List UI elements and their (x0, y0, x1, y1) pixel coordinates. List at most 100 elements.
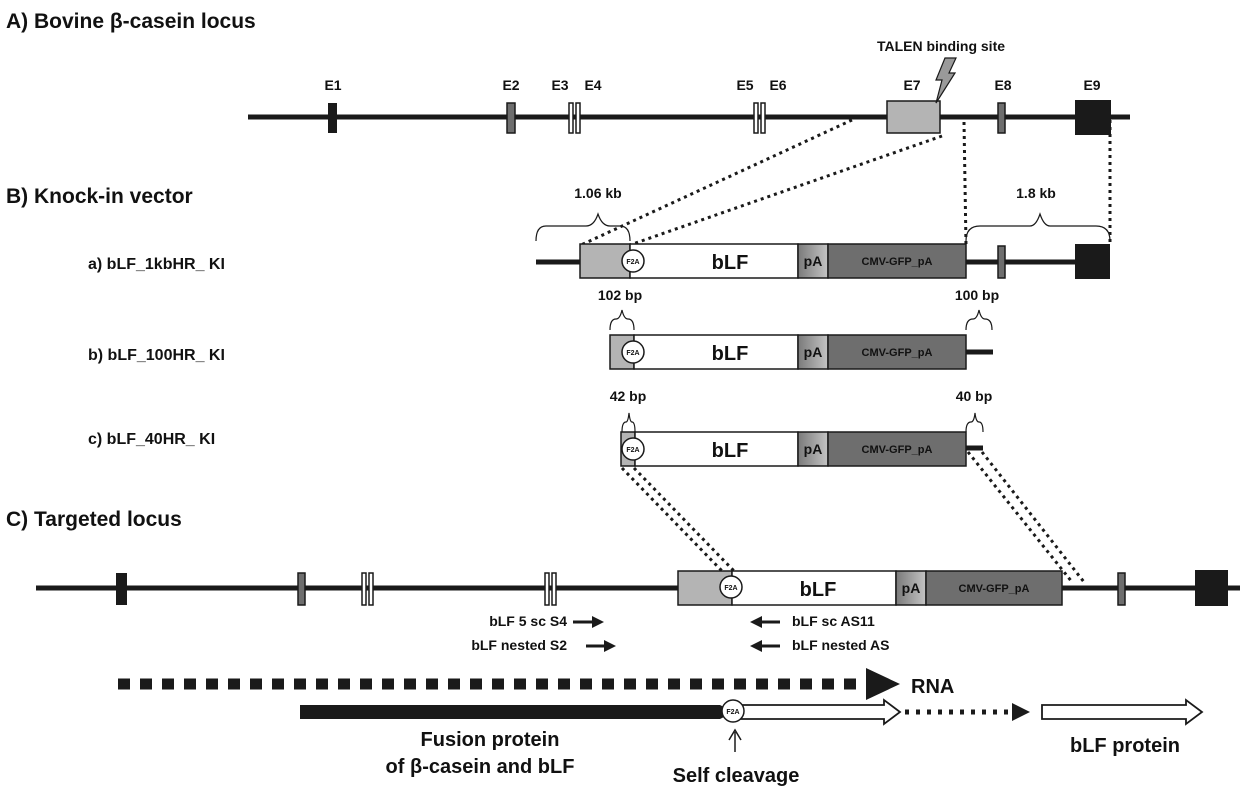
left-arm-length: 1.06 kb (574, 185, 621, 201)
right-arm-length: 100 bp (955, 287, 999, 303)
lightning-bolt-icon (935, 57, 957, 104)
primer-s2-label: bLF nested S2 (471, 637, 567, 653)
vector-name: b) bLF_100HR_ KI (88, 347, 225, 364)
exon-e4 (368, 572, 374, 606)
blf-block (731, 570, 897, 606)
arrow-left-icon (750, 616, 762, 628)
right-arm-length: 1.8 kb (1016, 185, 1056, 201)
right-arm-length: 40 bp (956, 388, 993, 404)
self-cleavage-label: Self cleavage (673, 765, 800, 787)
exon-e8 (997, 102, 1006, 134)
bovine-casein-locus: E1 E2 E3 E4 E5 E6 E7 E8 E9 TALEN binding… (248, 38, 1130, 135)
exon-label: E2 (502, 77, 519, 93)
cmv-label: CMV-GFP_pA (862, 256, 933, 268)
exon-e3 (361, 572, 367, 606)
section-c-title: C) Targeted locus (6, 508, 182, 531)
left-arm-brace (609, 309, 635, 331)
left-arm-length: 42 bp (610, 388, 647, 404)
connector-lines-ab (580, 118, 1112, 247)
exon-label: E6 (769, 77, 786, 93)
vector-name: c) bLF_40HR_ KI (88, 431, 215, 448)
blf-protein-label: bLF protein (1070, 735, 1180, 757)
exon-label: E4 (584, 77, 601, 93)
pa-block (797, 431, 829, 467)
blf-block (634, 431, 799, 467)
exon-e1 (116, 573, 127, 605)
cmv-gfp-block (827, 243, 967, 279)
exon-e5 (544, 572, 550, 606)
f2a-label: F2A (626, 350, 639, 357)
exon-e8 (1117, 572, 1126, 606)
f2a-circle (721, 699, 745, 723)
exon-e2 (297, 572, 306, 606)
rna-label: RNA (911, 676, 954, 698)
f2a-label: F2A (724, 585, 737, 592)
connector-line (620, 466, 724, 573)
f2a-label: F2A (626, 259, 639, 266)
pa-block (797, 334, 829, 370)
section-b-title: B) Knock-in vector (6, 185, 193, 208)
exon-label: E1 (324, 77, 341, 93)
pa-label: pA (804, 344, 823, 360)
exon-label: E7 (903, 77, 920, 93)
connector-line (629, 134, 943, 247)
connector-line (980, 451, 1086, 583)
section-a-title: A) Bovine β-casein locus (6, 10, 256, 33)
pa-label: pA (804, 441, 823, 457)
arrow-left-icon (750, 640, 762, 652)
right-arm-brace (965, 412, 984, 433)
fusion-protein-label-line1: Fusion protein (421, 729, 560, 751)
exon-e5 (753, 102, 759, 134)
arrow-right-icon (592, 616, 604, 628)
cmv-label: CMV-GFP_pA (862, 347, 933, 359)
exon-e4 (575, 102, 581, 134)
expression-pathway: RNA F2A Fusion protein of β-casein and b… (118, 668, 1204, 787)
blf-label: bLF (712, 343, 749, 365)
arrow-right-icon (1012, 703, 1030, 721)
f2a-circle (621, 437, 645, 461)
connector-line (580, 118, 853, 247)
cmv-gfp-block (925, 570, 1063, 606)
connector-line (962, 121, 968, 246)
exon-e2 (506, 102, 516, 134)
primer-nested-as-label: bLF nested AS (792, 637, 890, 653)
exon-e9 (1195, 570, 1228, 606)
cmv-gfp-block (827, 334, 967, 370)
vector-b: 102 bp 100 bp b) bLF_100HR_ KI F2A bLF p… (88, 287, 999, 370)
targeted-locus: F2A bLF pA CMV-GFP_pA (36, 570, 1240, 606)
f2a-circle (621, 340, 645, 364)
arrow-right-icon (866, 668, 900, 700)
left-arm-length: 102 bp (598, 287, 642, 303)
connector-line (966, 451, 1074, 583)
blf-label: bLF (800, 579, 837, 601)
exon-label: E9 (1083, 77, 1100, 93)
arrow-right-icon (604, 640, 616, 652)
exon-e6 (760, 102, 766, 134)
connector-lines-bc (620, 451, 1086, 583)
cmv-label: CMV-GFP_pA (959, 583, 1030, 595)
exon-e8 (997, 245, 1006, 279)
exon-e1 (328, 103, 337, 133)
blf-protein-arrow (1041, 698, 1204, 726)
exon-label: E8 (994, 77, 1011, 93)
left-arm-brace (621, 412, 636, 433)
blf-label: bLF (712, 252, 749, 274)
right-arm-brace (965, 212, 1111, 242)
primer-s4-label: bLF 5 sc S4 (489, 613, 567, 629)
exon-e9 (1075, 100, 1111, 135)
vector-name: a) bLF_1kbHR_ KI (88, 256, 225, 273)
arrow-up-icon (728, 728, 742, 741)
cmv-label: CMV-GFP_pA (862, 444, 933, 456)
primer-as11-label: bLF sc AS11 (792, 613, 875, 629)
f2a-circle (719, 575, 743, 599)
blf-label: bLF (712, 440, 749, 462)
pa-label: pA (804, 253, 823, 269)
exon-e9 (1075, 244, 1110, 279)
primers: bLF 5 sc S4 bLF nested S2 bLF sc AS11 bL… (471, 613, 889, 653)
left-arm-brace (535, 212, 631, 242)
vector-a: a) bLF_1kbHR_ KI 1.06 kb 1.8 kb F2A bLF … (88, 185, 1111, 279)
pa-block (895, 570, 927, 606)
exon-label: E5 (736, 77, 753, 93)
fusion-protein-bar (300, 705, 734, 719)
blf-block (633, 334, 799, 370)
